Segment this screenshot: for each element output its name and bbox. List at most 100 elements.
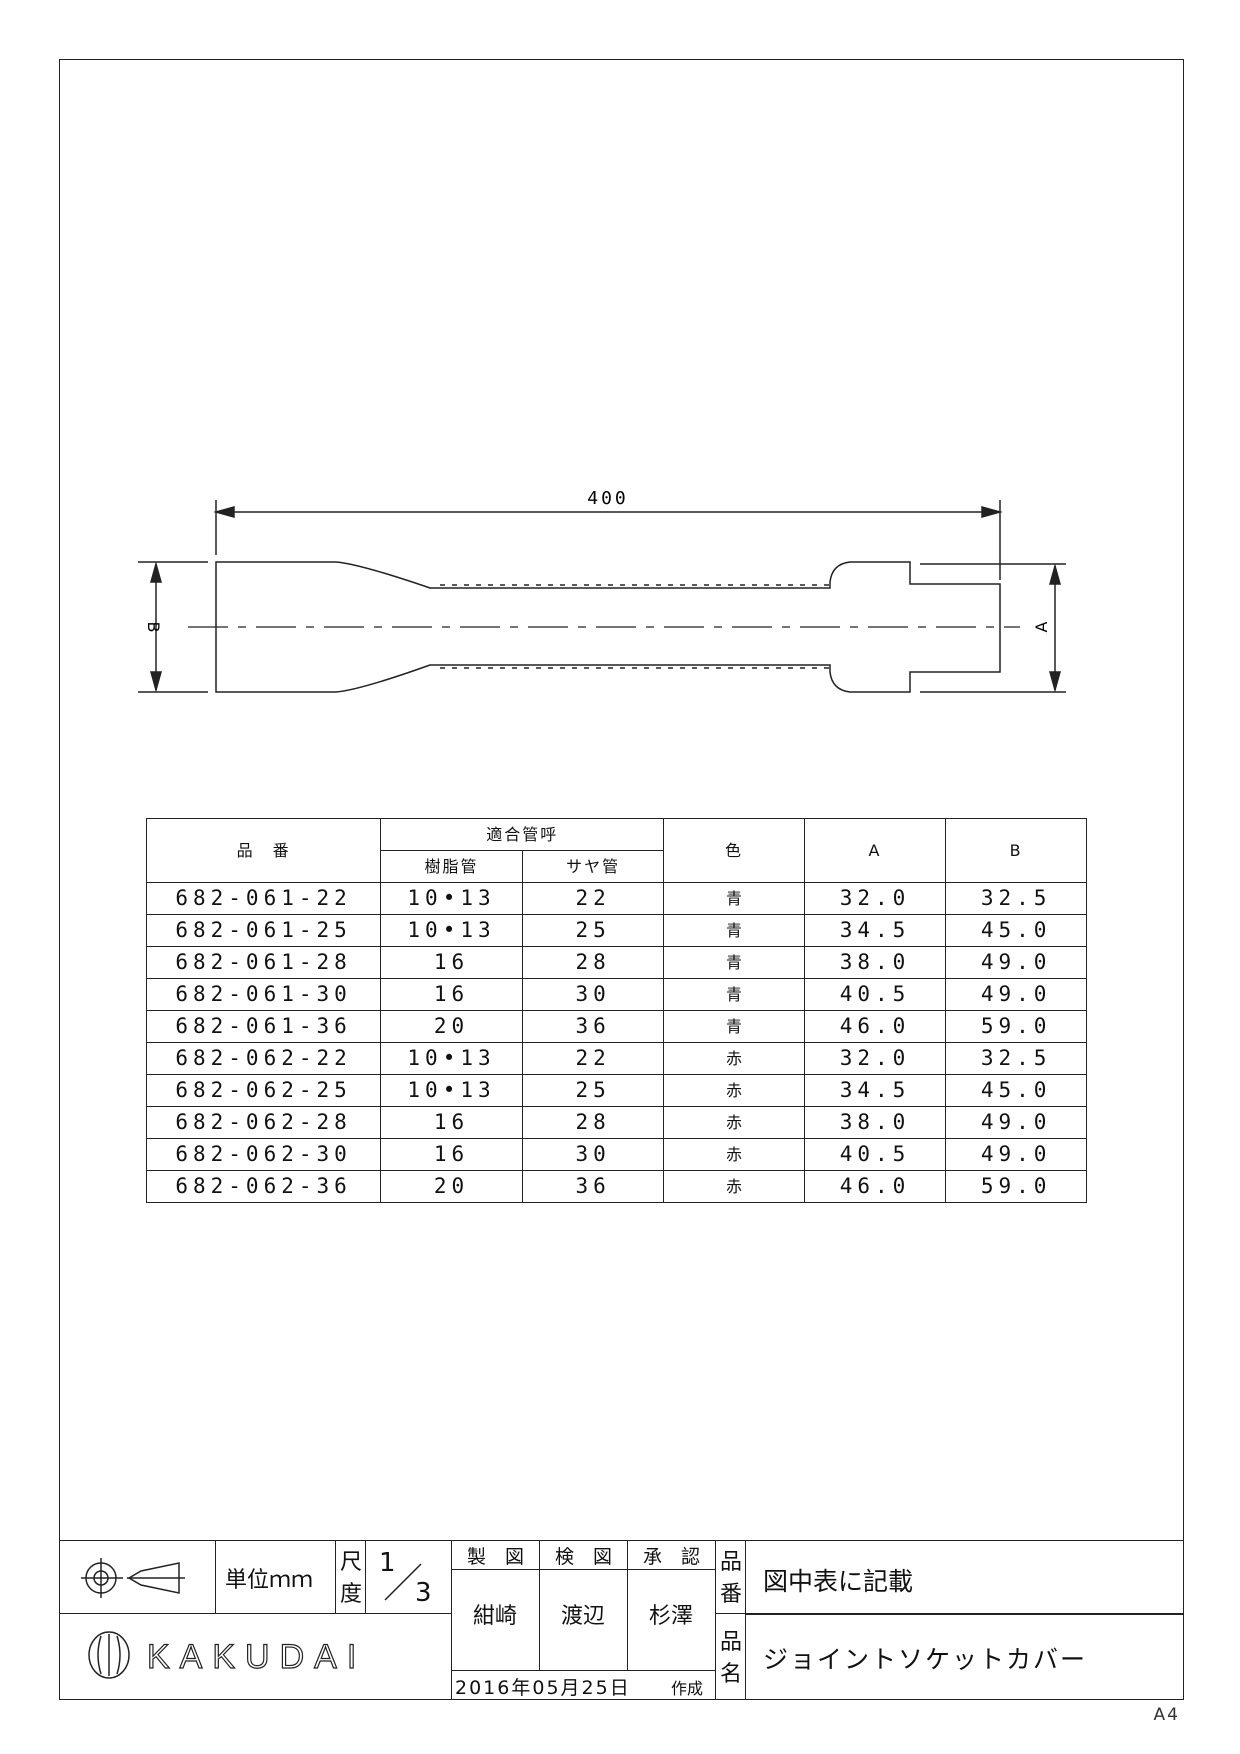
cell-part-no: 682-062-36 bbox=[145, 1170, 382, 1203]
length-dimension: 400 bbox=[587, 488, 629, 509]
cell-resin-pipe: 10•13 bbox=[380, 1074, 523, 1107]
header-pipe-group: 適合管呼 bbox=[380, 818, 665, 851]
cell-a: 46.0 bbox=[803, 1010, 947, 1043]
header-color: 色 bbox=[663, 818, 805, 883]
cell-sheath-pipe: 30 bbox=[521, 1138, 665, 1171]
cell-b: 45.0 bbox=[945, 914, 1087, 947]
cell-color: 青 bbox=[663, 978, 805, 1011]
header-a: A bbox=[803, 818, 947, 883]
cell-a: 40.5 bbox=[803, 978, 947, 1011]
scale-label-2: 度 bbox=[340, 1582, 363, 1607]
cell-part-no: 682-062-30 bbox=[145, 1138, 382, 1171]
cell-resin-pipe: 10•13 bbox=[380, 1042, 523, 1075]
approved-label: 承 認 bbox=[643, 1546, 701, 1568]
cell-color: 赤 bbox=[663, 1170, 805, 1203]
checked-by: 渡辺 bbox=[561, 1604, 606, 1629]
cell-sheath-pipe: 22 bbox=[521, 1042, 665, 1075]
cell-b: 49.0 bbox=[945, 978, 1087, 1011]
header-b: B bbox=[945, 818, 1087, 883]
scale-numerator: 1 bbox=[379, 1548, 396, 1578]
title-block: 単位ｍｍ 尺 度 1 3 KAKUDAI 製 図 検 図 承 認 紺崎 渡辺 杉… bbox=[59, 1540, 1184, 1700]
header-sheath-pipe: サヤ管 bbox=[521, 850, 665, 883]
cell-b: 32.5 bbox=[945, 882, 1087, 915]
date: 2016年05月25日 bbox=[455, 1677, 631, 1699]
cell-sheath-pipe: 36 bbox=[521, 1170, 665, 1203]
checked-label: 検 図 bbox=[555, 1546, 613, 1568]
kakudai-logo-icon: KAKUDAI bbox=[88, 1631, 366, 1679]
cell-color: 赤 bbox=[663, 1106, 805, 1139]
cell-a: 34.5 bbox=[803, 914, 947, 947]
cell-sheath-pipe: 28 bbox=[521, 946, 665, 979]
cell-resin-pipe: 20 bbox=[380, 1170, 523, 1203]
cell-sheath-pipe: 25 bbox=[521, 914, 665, 947]
unit-label: 単位ｍｍ bbox=[225, 1568, 314, 1593]
cell-b: 59.0 bbox=[945, 1170, 1087, 1203]
cell-part-no: 682-061-22 bbox=[145, 882, 382, 915]
created-label: 作成 bbox=[671, 1679, 704, 1698]
cell-a: 38.0 bbox=[803, 946, 947, 979]
cell-a: 32.0 bbox=[803, 1042, 947, 1075]
dim-b-label: B bbox=[144, 622, 163, 633]
cell-a: 32.0 bbox=[803, 882, 947, 915]
part-drawing: 400 B A bbox=[138, 488, 1066, 693]
header-resin-pipe: 樹脂管 bbox=[380, 850, 523, 883]
cell-color: 青 bbox=[663, 882, 805, 915]
cell-b: 59.0 bbox=[945, 1010, 1087, 1043]
cell-b: 49.0 bbox=[945, 1106, 1087, 1139]
cell-resin-pipe: 16 bbox=[380, 1138, 523, 1171]
scale-label-1: 尺 bbox=[340, 1550, 363, 1575]
cell-part-no: 682-062-28 bbox=[145, 1106, 382, 1139]
cell-part-no: 682-061-25 bbox=[145, 914, 382, 947]
cell-a: 34.5 bbox=[803, 1074, 947, 1107]
part-no-label-1: 品 bbox=[720, 1550, 743, 1575]
header-part-no: 品 番 bbox=[145, 818, 382, 883]
cell-color: 青 bbox=[663, 914, 805, 947]
cell-color: 赤 bbox=[663, 1138, 805, 1171]
approved-by: 杉澤 bbox=[649, 1604, 694, 1629]
drawn-label: 製 図 bbox=[467, 1546, 525, 1568]
cell-b: 45.0 bbox=[945, 1074, 1087, 1107]
cell-b: 49.0 bbox=[945, 946, 1087, 979]
cell-part-no: 682-062-25 bbox=[145, 1074, 382, 1107]
cell-resin-pipe: 10•13 bbox=[380, 882, 523, 915]
cell-sheath-pipe: 22 bbox=[521, 882, 665, 915]
part-name-label-1: 品 bbox=[720, 1630, 743, 1655]
cell-part-no: 682-061-36 bbox=[145, 1010, 382, 1043]
cell-a: 38.0 bbox=[803, 1106, 947, 1139]
part-no-label-2: 番 bbox=[720, 1582, 743, 1607]
part-no-value: 図中表に記載 bbox=[763, 1567, 914, 1596]
cell-part-no: 682-061-28 bbox=[145, 946, 382, 979]
cell-resin-pipe: 16 bbox=[380, 978, 523, 1011]
cell-sheath-pipe: 30 bbox=[521, 978, 665, 1011]
cell-b: 32.5 bbox=[945, 1042, 1087, 1075]
cell-b: 49.0 bbox=[945, 1138, 1087, 1171]
cell-part-no: 682-061-30 bbox=[145, 978, 382, 1011]
cell-color: 赤 bbox=[663, 1074, 805, 1107]
brand-name: KAKUDAI bbox=[147, 1638, 366, 1676]
sheet-size: A4 bbox=[1153, 1705, 1180, 1725]
cell-color: 赤 bbox=[663, 1042, 805, 1075]
cell-a: 46.0 bbox=[803, 1170, 947, 1203]
drawn-by: 紺崎 bbox=[473, 1604, 518, 1629]
cell-resin-pipe: 16 bbox=[380, 946, 523, 979]
scale-slash-icon bbox=[384, 1563, 422, 1601]
cell-a: 40.5 bbox=[803, 1138, 947, 1171]
cell-resin-pipe: 10•13 bbox=[380, 914, 523, 947]
dim-a-label: A bbox=[1032, 621, 1051, 632]
projection-symbol-icon bbox=[81, 1558, 185, 1598]
cell-color: 青 bbox=[663, 1010, 805, 1043]
cell-sheath-pipe: 28 bbox=[521, 1106, 665, 1139]
cell-color: 青 bbox=[663, 946, 805, 979]
part-name-label-2: 名 bbox=[720, 1662, 743, 1687]
